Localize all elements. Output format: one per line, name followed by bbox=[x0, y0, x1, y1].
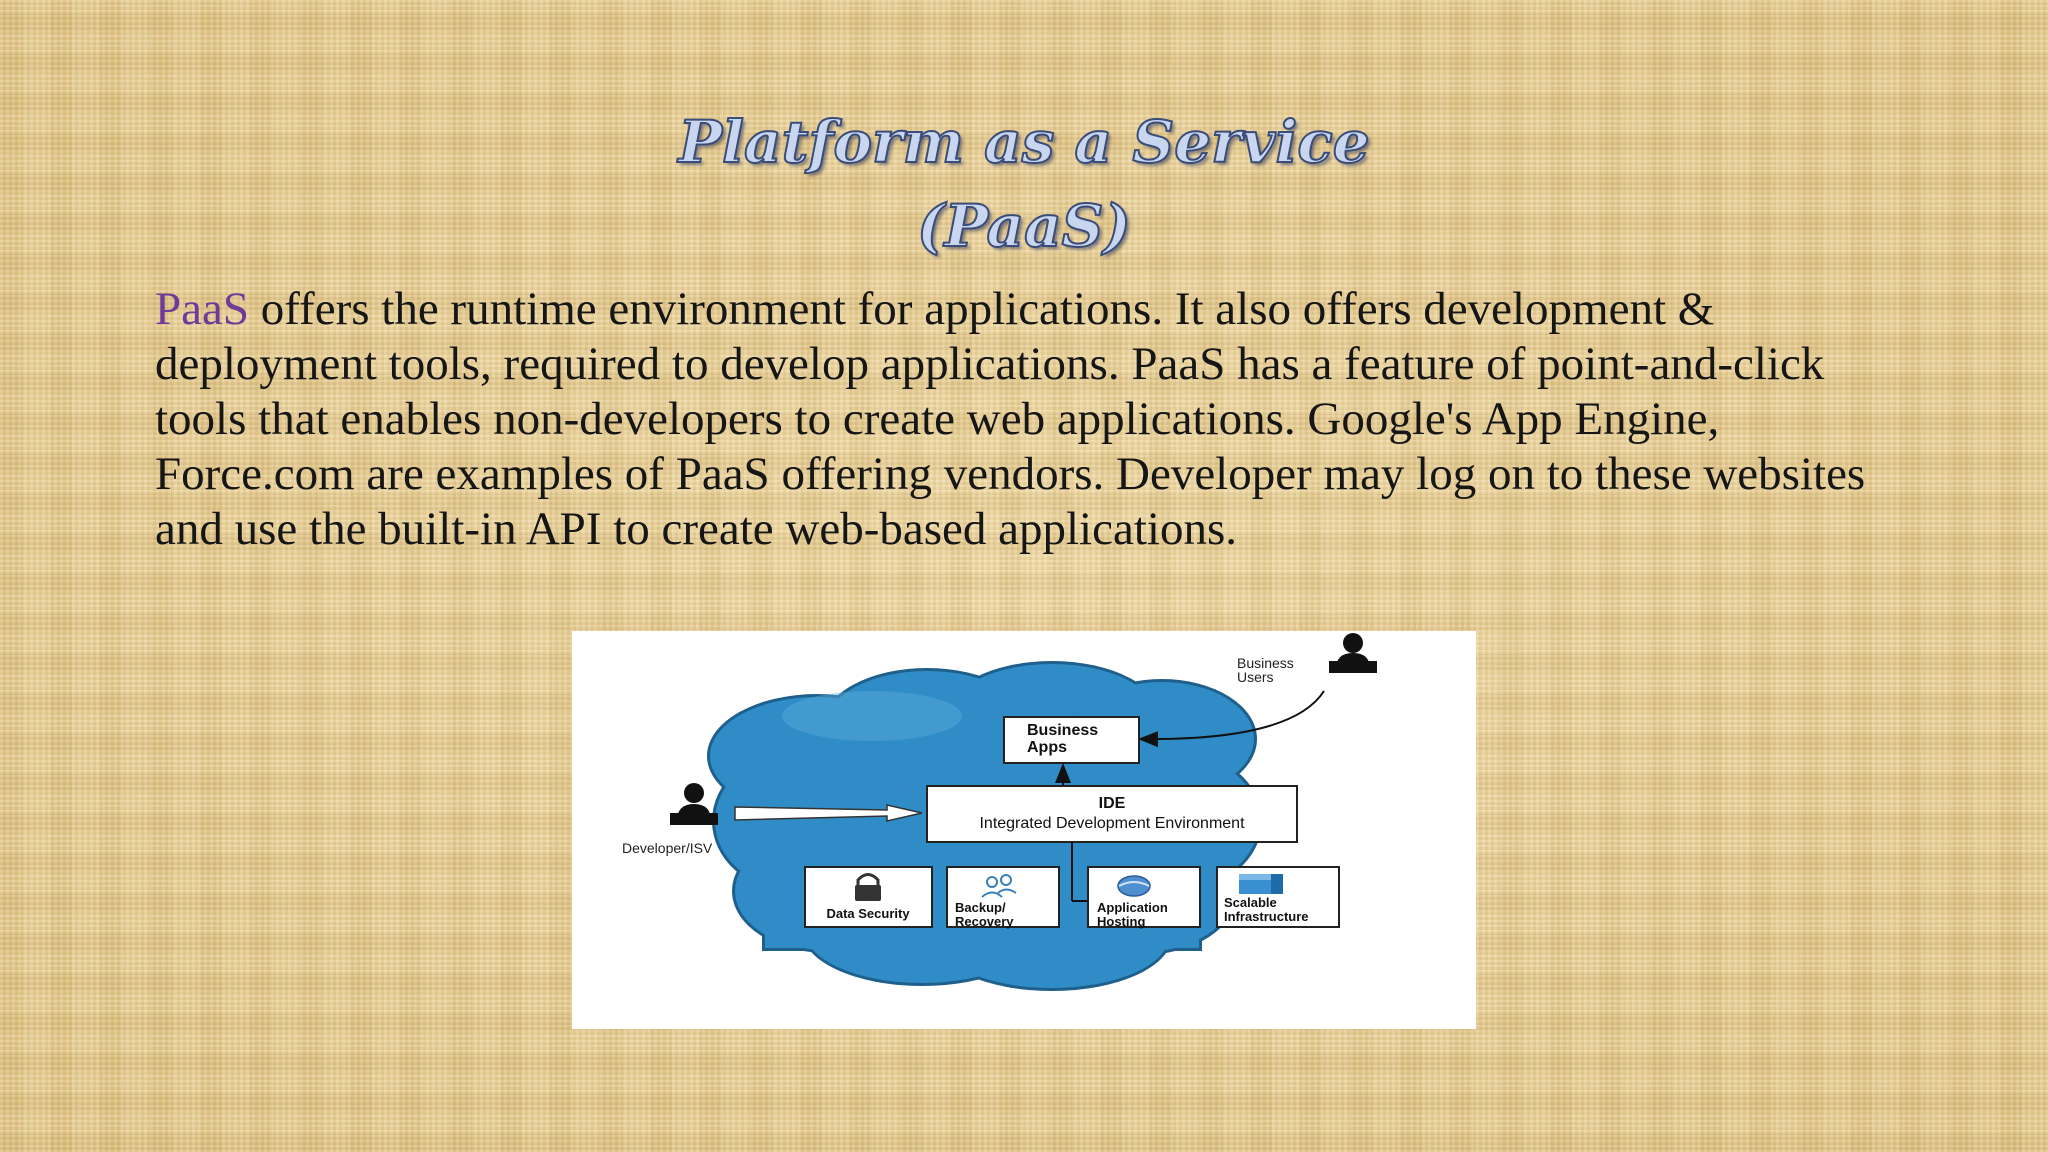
developer-label: Developer/ISV bbox=[622, 840, 713, 856]
ide-title: IDE bbox=[1099, 795, 1126, 812]
business-apps-box bbox=[1003, 716, 1140, 764]
scalable-infrastructure-label-1: Scalable bbox=[1224, 895, 1277, 910]
scalable-infrastructure-label-2: Infrastructure bbox=[1224, 909, 1309, 924]
globe-icon bbox=[1117, 875, 1151, 897]
lock-icon bbox=[855, 873, 881, 901]
application-hosting-label-1: Application bbox=[1097, 900, 1168, 915]
title-line-1: Platform as a Service bbox=[677, 107, 1370, 177]
services-connector bbox=[1071, 842, 1088, 902]
business-apps-label-2: Apps bbox=[1027, 739, 1067, 756]
ide-subtitle: Integrated Development Environment bbox=[979, 815, 1245, 832]
people-icon bbox=[981, 874, 1017, 898]
data-security-label: Data Security bbox=[826, 906, 910, 921]
server-icon bbox=[1239, 874, 1283, 894]
backup-recovery-label-1: Backup/ bbox=[955, 900, 1006, 915]
ide-box bbox=[926, 785, 1298, 843]
title-line-2: (PaaS) bbox=[916, 191, 1132, 261]
paas-term: PaaS bbox=[155, 283, 249, 335]
backup-recovery-label-2: Recovery bbox=[955, 914, 1014, 929]
business-apps-label-1: Business bbox=[1027, 722, 1098, 739]
business-users-label-2: Users bbox=[1237, 669, 1274, 685]
users-to-apps-arrow bbox=[1138, 690, 1325, 748]
body-paragraph: PaaS offers the runtime environment for … bbox=[155, 282, 1915, 557]
application-hosting-box bbox=[1087, 866, 1201, 928]
slide-title: Platform as a Service (PaaS) bbox=[0, 100, 2048, 268]
developer-icon bbox=[670, 783, 718, 825]
business-users-icon bbox=[1329, 633, 1377, 673]
business-users-label-1: Business bbox=[1237, 655, 1294, 671]
body-text: offers the runtime environment for appli… bbox=[155, 283, 1866, 555]
developer-to-ide-arrow bbox=[734, 804, 923, 822]
application-hosting-label-2: Hosting bbox=[1097, 914, 1145, 929]
paas-diagram: Business Users Business Apps IDE Integra… bbox=[572, 631, 1476, 1029]
